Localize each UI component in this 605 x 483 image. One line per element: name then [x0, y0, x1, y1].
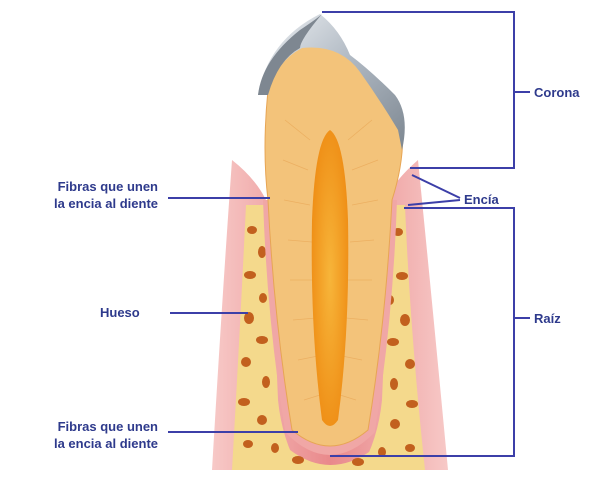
label-fibras-bottom: Fibras que unen la encia al diente [6, 418, 158, 452]
label-fibras-bottom-line1: Fibras que unen [6, 418, 158, 435]
label-raiz: Raíz [534, 310, 561, 327]
label-fibras-top-line1: Fibras que unen [6, 178, 158, 195]
label-corona: Corona [534, 84, 580, 101]
label-encia: Encía [464, 191, 499, 208]
label-fibras-bottom-line2: la encia al diente [6, 435, 158, 452]
label-hueso: Hueso [100, 304, 140, 321]
label-fibras-top-line2: la encia al diente [6, 195, 158, 212]
label-fibras-top: Fibras que unen la encia al diente [6, 178, 158, 212]
